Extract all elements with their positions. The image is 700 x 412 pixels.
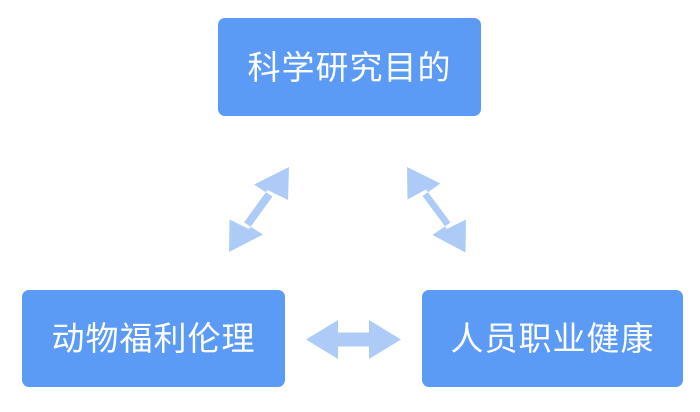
arrow-welfare-health (306, 320, 401, 359)
node-occupational-health[interactable]: 人员职业健康 (422, 290, 683, 387)
node-animal-welfare[interactable]: 动物福利伦理 (22, 290, 285, 387)
node-animal-welfare-label: 动物福利伦理 (51, 320, 256, 357)
node-research-purpose[interactable]: 科学研究目的 (218, 18, 481, 116)
arrow-purpose-health (407, 167, 466, 253)
node-occupational-health-label: 人员职业健康 (450, 320, 655, 357)
node-research-purpose-label: 科学研究目的 (247, 48, 452, 86)
arrow-welfare-purpose (229, 167, 289, 252)
